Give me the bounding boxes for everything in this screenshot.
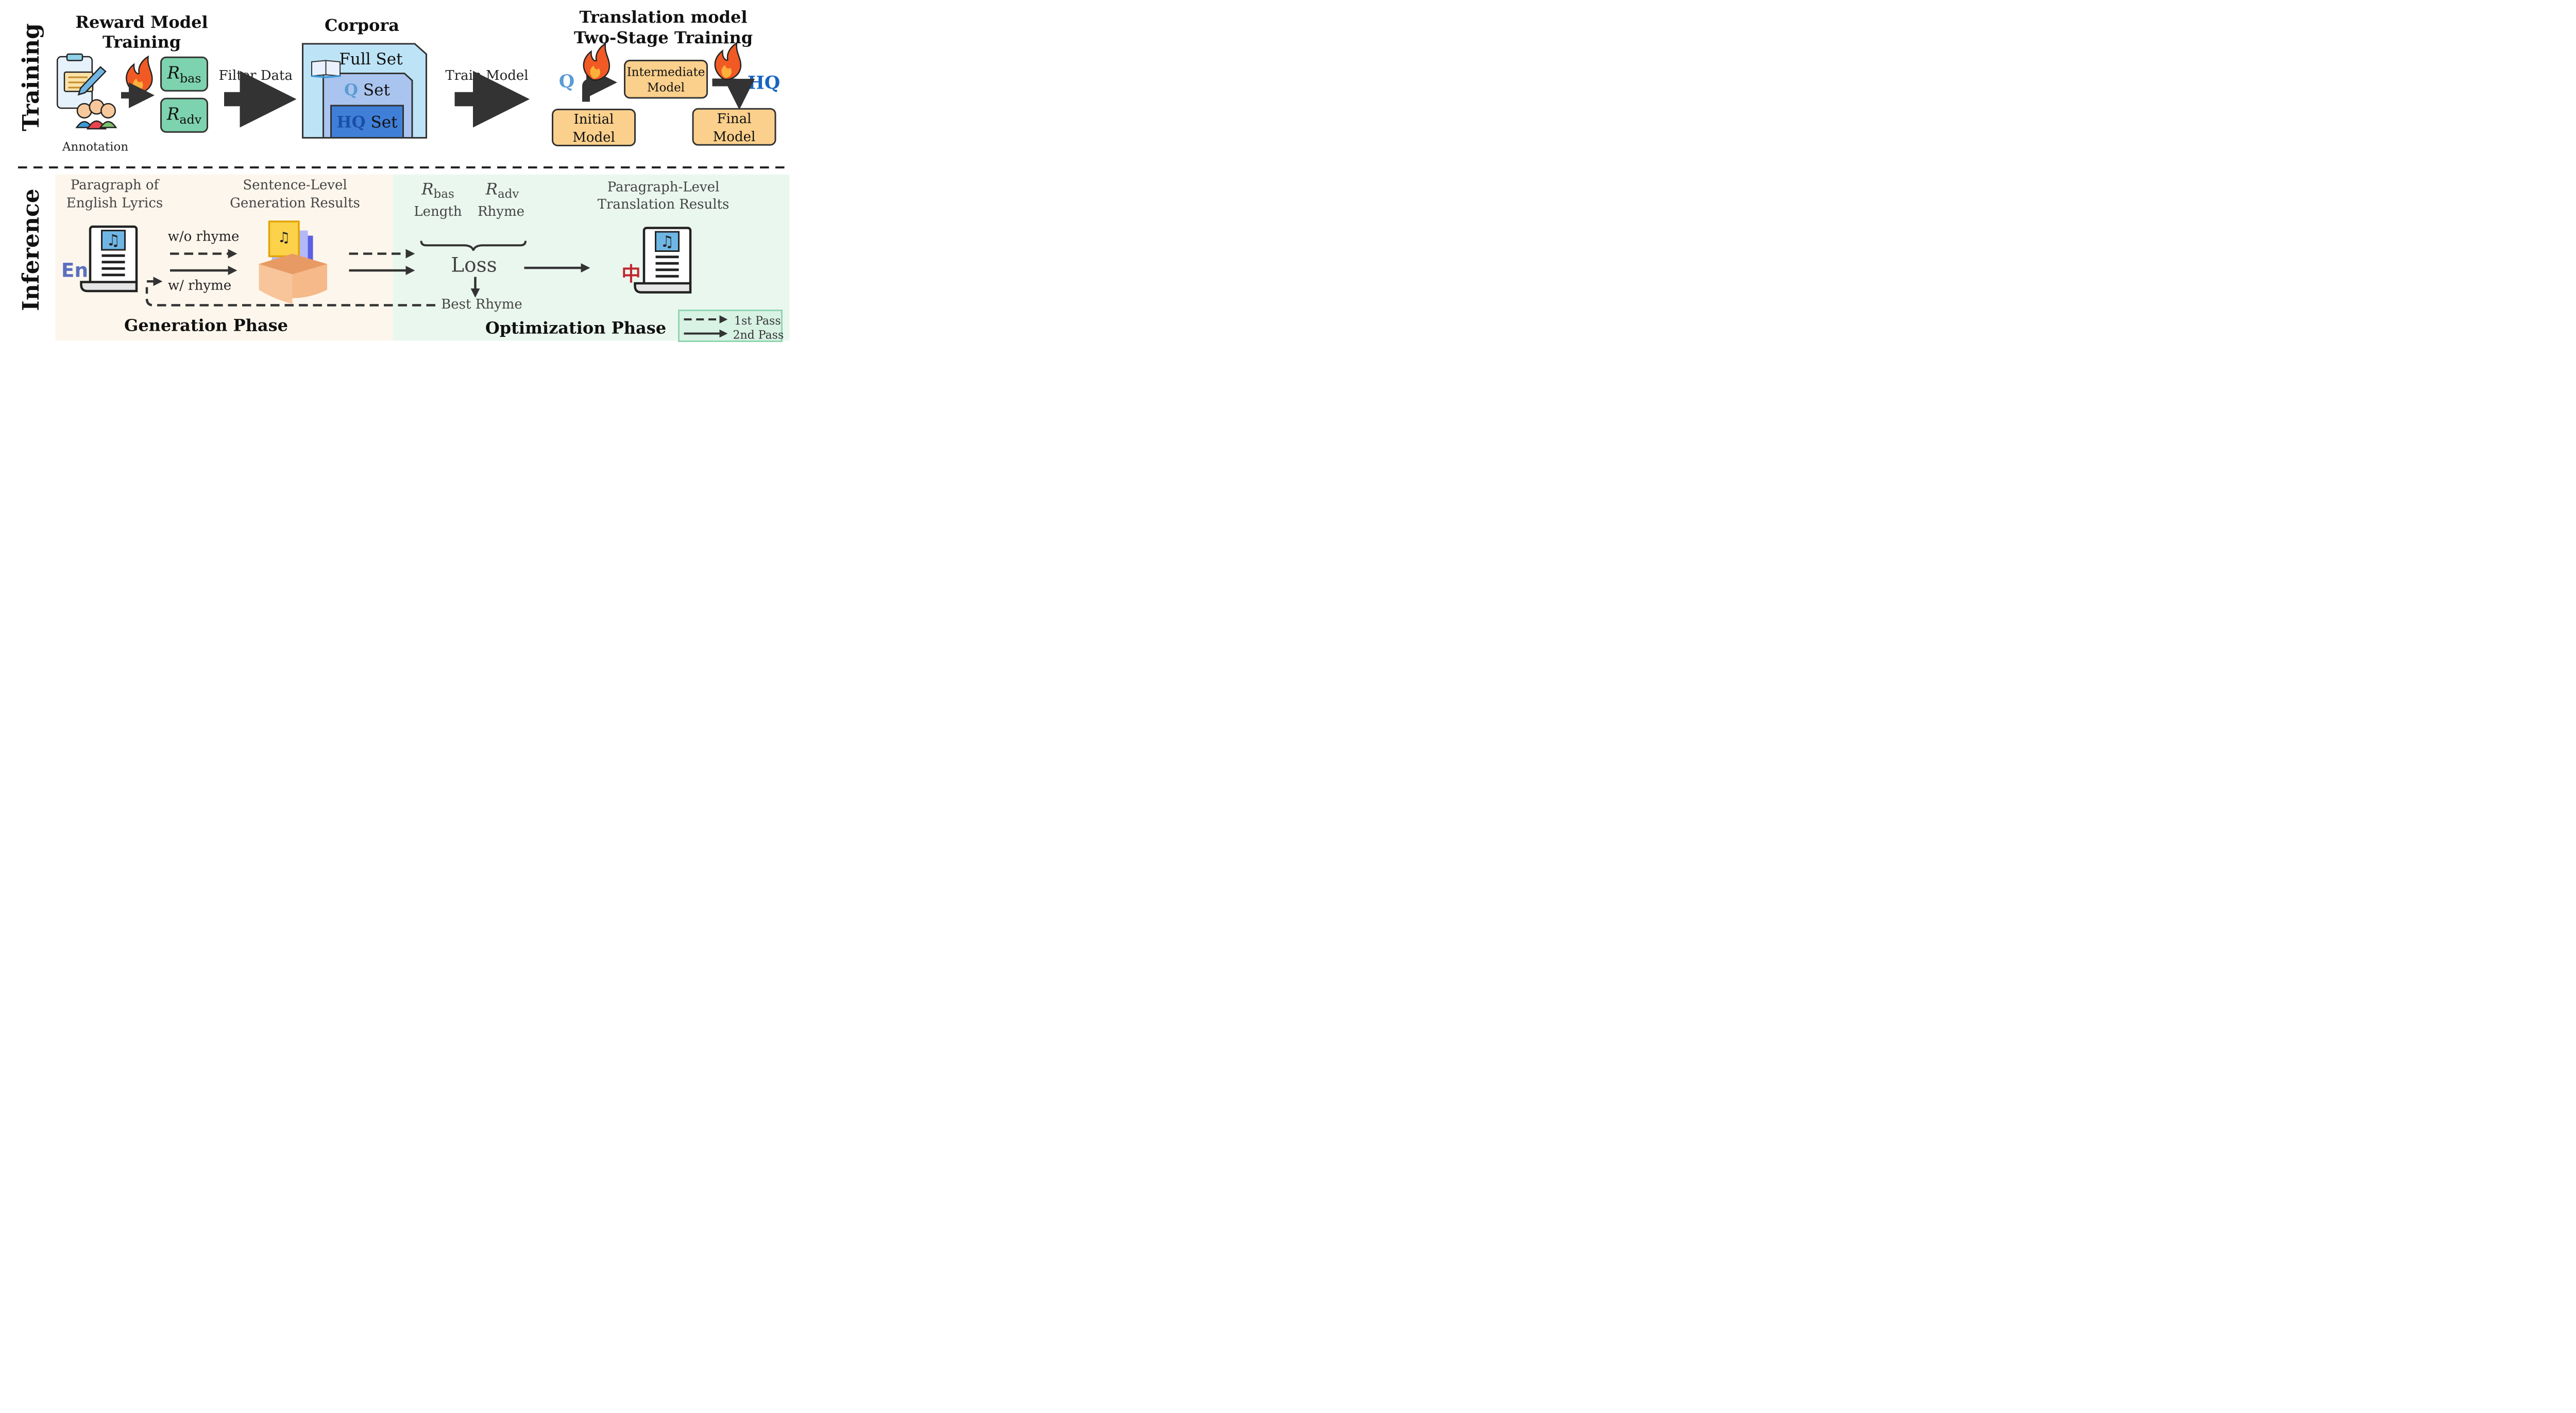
reward-box-r-bas: Rbas — [160, 56, 208, 92]
input-label-line1: Paragraph of — [71, 178, 160, 193]
legend-first-pass: 1st Pass — [734, 315, 781, 328]
loss-brace — [420, 241, 527, 251]
reward-model-title-line1: Reward Model — [75, 12, 208, 32]
feedback-loop-line — [145, 287, 435, 307]
output-label-line1: Paragraph-Level — [607, 179, 720, 195]
final-line2: Model — [713, 129, 756, 145]
optimization-phase-title: Optimization Phase — [485, 318, 666, 338]
svg-text:♫: ♫ — [278, 229, 291, 246]
q-set-prefix: Q — [344, 81, 358, 99]
model-box-final: Final Model — [692, 108, 776, 146]
wo-rhyme-label: w/o rhyme — [168, 229, 240, 245]
annotation-icon — [57, 53, 117, 130]
legend-second-pass: 2nd Pass — [733, 329, 784, 342]
translation-document-icon: ♫ — [634, 227, 692, 294]
sentence-label-line1: Sentence-Level — [243, 178, 347, 193]
generation-phase-title: Generation Phase — [124, 316, 288, 335]
model-box-intermediate: Intermediate Model — [624, 60, 708, 99]
svg-text:HQ Set: HQ Set — [336, 113, 398, 132]
stage1-arrow — [582, 67, 617, 102]
train-model-label: Train Model — [445, 68, 528, 83]
svg-text:Rbas: Rbas — [166, 63, 201, 86]
q-set-label: Set — [363, 81, 391, 99]
initial-line1: Initial — [574, 112, 614, 127]
translation-title-line2: Two-Stage Training — [574, 28, 753, 47]
inference-r-adv-symbol: R — [485, 180, 498, 199]
lyrics-document-icon: ♫ — [80, 225, 138, 293]
initial-line2: Model — [572, 130, 615, 145]
inference-r-bas-symbol: R — [421, 180, 433, 199]
translation-title-line1: Translation model — [579, 7, 747, 27]
hq-stage-label: HQ — [748, 73, 781, 94]
reward-box-r-adv: Radv — [160, 97, 208, 133]
sentence-label-line2: Generation Results — [230, 196, 360, 211]
full-set-label: Full Set — [339, 50, 403, 69]
pipeline-diagram: Training Inference Reward Model Training… — [18, 7, 790, 342]
svg-text:♫: ♫ — [107, 231, 121, 249]
rhyme-label: Rhyme — [478, 204, 524, 219]
svg-text:Q Set: Q Set — [344, 81, 390, 99]
input-label-line2: English Lyrics — [66, 196, 163, 211]
length-label: Length — [414, 204, 462, 219]
w-rhyme-label: w/ rhyme — [168, 278, 231, 294]
filter-data-label: Filter Data — [219, 68, 293, 83]
inference-r-bas-sub: bas — [434, 188, 454, 201]
en-label: En — [61, 259, 88, 282]
best-rhyme-label: Best Rhyme — [441, 297, 522, 312]
inference-r-adv-sub: adv — [498, 188, 519, 201]
reward-model-title-line2: Training — [103, 32, 181, 52]
svg-text:Radv: Radv — [485, 180, 519, 201]
generation-box-icon: ♫ — [259, 220, 327, 304]
section-label-inference: Inference — [18, 189, 44, 311]
hq-set-prefix: HQ — [336, 113, 365, 132]
flame-icon — [714, 42, 742, 80]
loss-label: Loss — [451, 254, 497, 277]
flame-icon — [126, 55, 153, 94]
r-bas-sub: bas — [180, 71, 201, 86]
model-box-initial: Initial Model — [552, 109, 636, 146]
r-adv-symbol: R — [166, 105, 179, 124]
svg-text:♫: ♫ — [660, 233, 674, 251]
book-icon — [311, 60, 341, 78]
corpora-title: Corpora — [325, 15, 399, 35]
final-line1: Final — [717, 111, 752, 127]
section-label-training: Training — [18, 23, 44, 131]
r-adv-sub: adv — [179, 112, 201, 127]
svg-text:Rbas: Rbas — [421, 180, 454, 201]
pass-legend: 1st Pass 2nd Pass — [678, 310, 784, 342]
intermediate-line2: Model — [647, 81, 685, 95]
flame-icon — [583, 42, 611, 81]
q-stage-label: Q — [559, 71, 575, 92]
svg-text:Radv: Radv — [166, 105, 202, 127]
zh-label: 中 — [621, 263, 641, 285]
hq-set-label: Set — [371, 113, 398, 132]
r-bas-symbol: R — [166, 63, 179, 83]
annotation-label: Annotation — [62, 141, 128, 154]
stage2-arrow — [712, 78, 755, 110]
output-label-line2: Translation Results — [598, 197, 730, 212]
intermediate-line1: Intermediate — [627, 66, 705, 79]
